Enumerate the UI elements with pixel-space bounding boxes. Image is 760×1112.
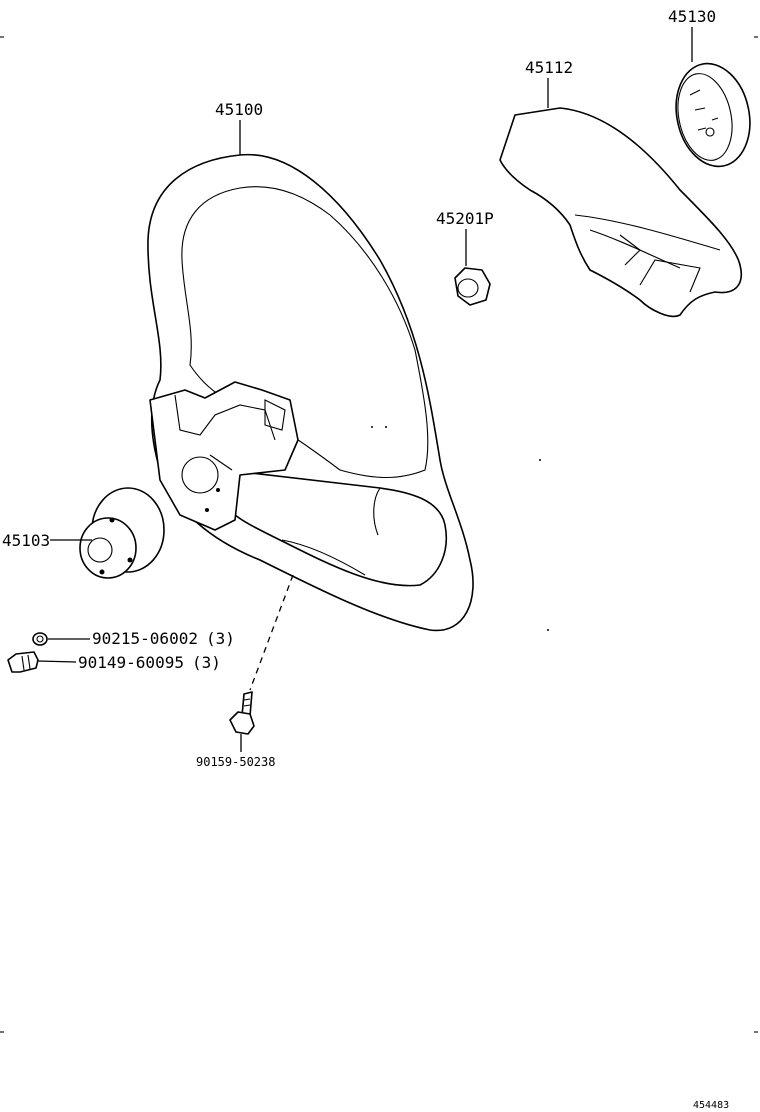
callout-steering-wheel: 45100 xyxy=(215,100,263,119)
callout-nut: 45201P xyxy=(436,209,494,228)
hub-part xyxy=(79,487,165,579)
leader-lines xyxy=(37,27,693,752)
callout-washer: 90215-06002 xyxy=(92,629,198,648)
steering-cover-part xyxy=(499,107,742,318)
callout-washer-qty: (3) xyxy=(206,629,235,648)
corner-marks xyxy=(0,36,758,1033)
figure-id: 454483 xyxy=(693,1100,729,1111)
screw-part xyxy=(229,691,255,735)
bolt-part xyxy=(7,651,39,673)
nut-part xyxy=(454,267,491,306)
callout-hub: 45103 xyxy=(2,531,50,550)
washer-part xyxy=(32,632,48,646)
callout-screw: 90159-50238 xyxy=(196,755,275,769)
screw-path-dashed xyxy=(249,574,294,691)
horn-pad-part xyxy=(675,62,751,168)
callout-bolt: 90149-60095 xyxy=(78,653,184,672)
callout-horn-pad: 45130 xyxy=(668,7,716,26)
callout-bolt-qty: (3) xyxy=(192,653,221,672)
scan-dots xyxy=(371,426,549,631)
callout-steering-cover: 45112 xyxy=(525,58,573,77)
steering-wheel-part xyxy=(147,153,474,632)
